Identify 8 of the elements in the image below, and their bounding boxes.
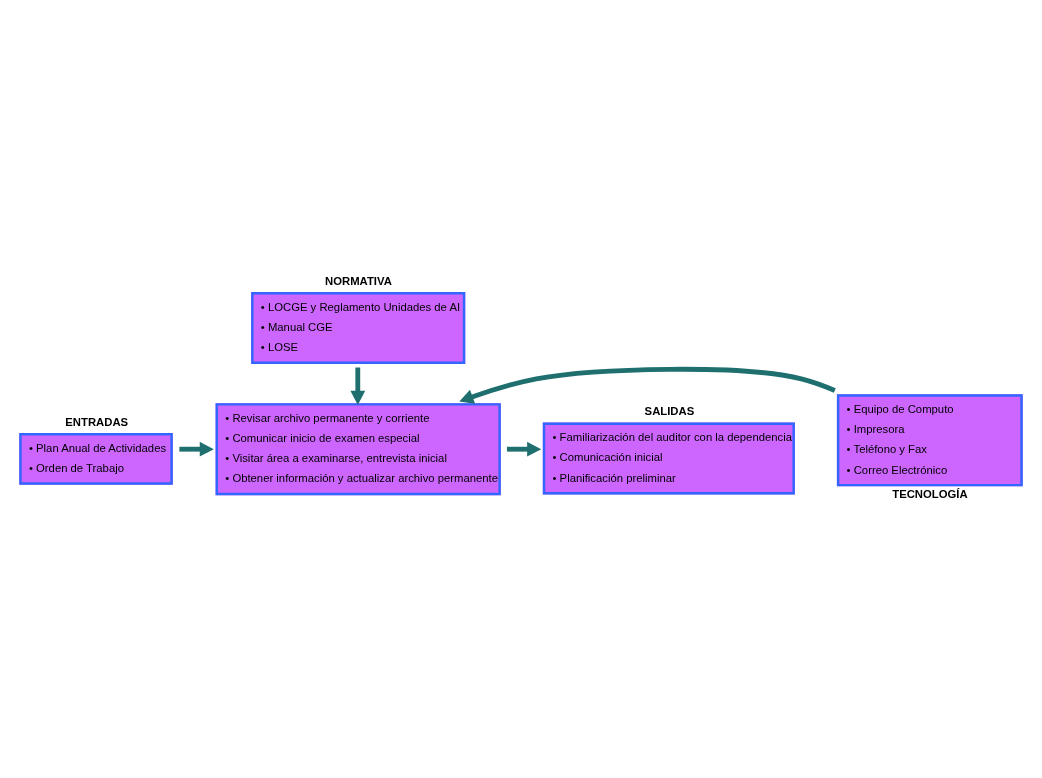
- node-label: TECNOLOGÍA: [892, 487, 968, 500]
- node-label: NORMATIVA: [325, 274, 392, 287]
- arrow: [506, 441, 542, 457]
- arrow: [350, 367, 366, 405]
- arrow: [179, 441, 214, 457]
- node-label: ENTRADAS: [65, 415, 129, 428]
- arrow: [459, 366, 836, 404]
- node-label: SALIDAS: [644, 405, 695, 418]
